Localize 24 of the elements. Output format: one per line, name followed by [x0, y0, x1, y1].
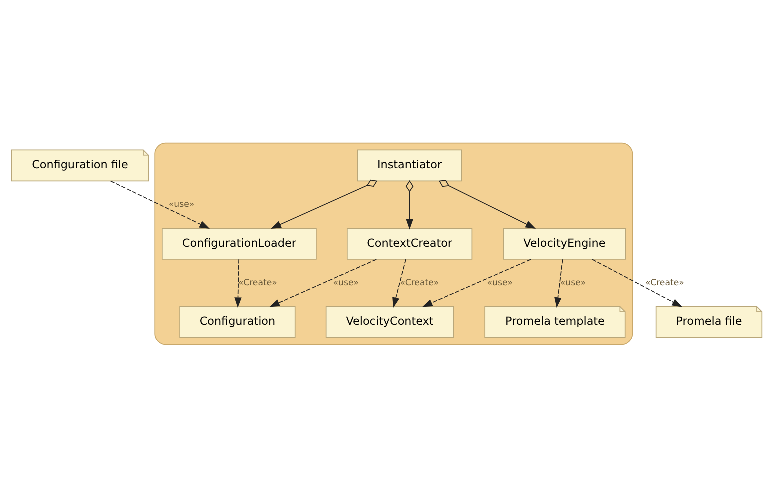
- arrow: [270, 259, 378, 308]
- arrow: [438, 180, 536, 229]
- edge-label: «use»: [333, 278, 359, 288]
- node-box: VelocityEngine: [503, 228, 626, 260]
- edge-label: «Create»: [238, 278, 278, 288]
- cluster: [154, 142, 634, 346]
- node-box: VelocityContext: [326, 306, 454, 338]
- arrow: [406, 180, 414, 230]
- arrow: [110, 180, 210, 229]
- node-box: Configuration: [180, 306, 296, 338]
- arrow: [422, 259, 532, 308]
- arrow: [592, 259, 683, 308]
- node-box: Instantiator: [357, 150, 462, 182]
- arrow: [271, 180, 378, 229]
- edge-label: «Create»: [400, 278, 440, 288]
- arrow: [392, 259, 406, 308]
- edge-label: «Create»: [645, 278, 684, 288]
- edge-label: «use»: [560, 278, 586, 288]
- arrow: [554, 259, 564, 308]
- arrow: [234, 259, 242, 308]
- edge-label: «use»: [487, 278, 514, 288]
- node-box: ConfigurationLoader: [162, 228, 317, 260]
- node-box: ContextCreator: [347, 228, 473, 260]
- edge-label: «use»: [168, 200, 195, 210]
